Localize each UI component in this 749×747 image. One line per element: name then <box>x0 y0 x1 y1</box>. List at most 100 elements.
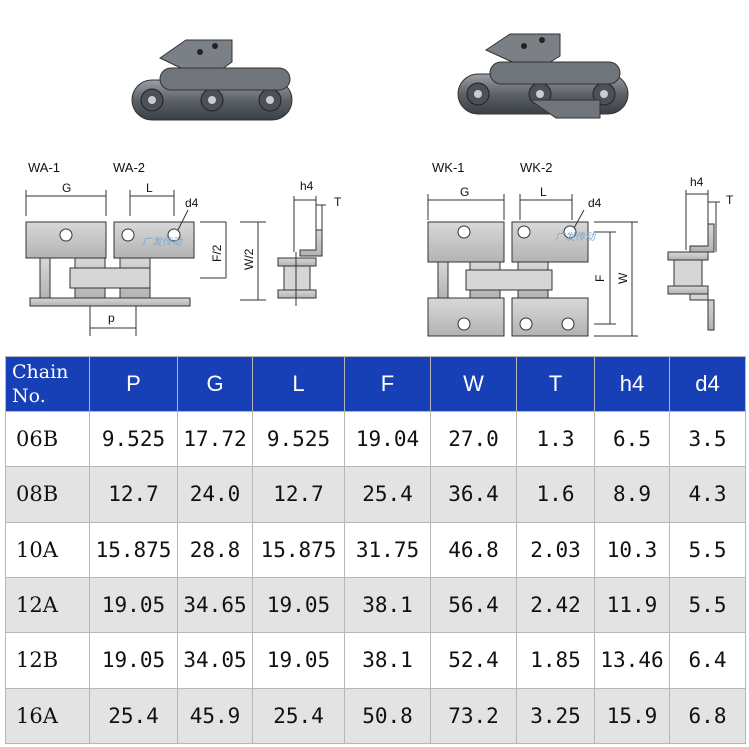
dim-h4-wk: h4 <box>690 175 704 189</box>
header-w: W <box>430 356 517 412</box>
cell-f: 38.1 <box>344 576 431 634</box>
label-wk2: WK-2 <box>520 160 553 175</box>
cell-f: 50.8 <box>344 687 431 745</box>
header-d4: d4 <box>669 356 746 412</box>
cell-w: 52.4 <box>430 632 517 689</box>
cell-d4: 6.8 <box>669 687 746 745</box>
cell-t: 1.3 <box>516 410 595 468</box>
cell-g: 45.9 <box>177 687 253 745</box>
cell-l: 19.05 <box>252 632 345 689</box>
cell-w: 36.4 <box>430 466 517 523</box>
cell-chain-no: 08B <box>5 466 90 523</box>
cell-h4: 15.9 <box>594 687 670 745</box>
cell-t: 1.6 <box>516 466 595 523</box>
header-g: G <box>177 356 253 412</box>
cell-f: 31.75 <box>344 521 431 578</box>
label-wa1: WA-1 <box>28 160 60 175</box>
cell-chain-no: 12A <box>5 576 90 634</box>
cell-f: 19.04 <box>344 410 431 468</box>
cell-f: 38.1 <box>344 632 431 689</box>
cell-h4: 11.9 <box>594 576 670 634</box>
header-l: L <box>252 356 345 412</box>
cell-d4: 5.5 <box>669 521 746 578</box>
cell-f: 25.4 <box>344 466 431 523</box>
cell-w: 27.0 <box>430 410 517 468</box>
cell-d4: 5.5 <box>669 576 746 634</box>
dim-f2: F/2 <box>210 244 224 262</box>
header-chain-no: Chain No. <box>5 356 90 412</box>
wa-drawing <box>25 190 266 336</box>
wa-chain-photo <box>131 39 293 121</box>
cell-t: 2.42 <box>516 576 595 634</box>
cell-chain-no: 12B <box>5 632 90 689</box>
cell-g: 34.65 <box>177 576 253 634</box>
chain-diagram: WA-1 WA-2 WK-1 WK-2 G L d4 p F/2 W/2 广发传 <box>25 33 734 337</box>
cell-g: 34.05 <box>177 632 253 689</box>
dim-t-wa: T <box>334 195 342 209</box>
wk-chain-photo <box>457 33 629 119</box>
cell-g: 28.8 <box>177 521 253 578</box>
cell-d4: 6.4 <box>669 632 746 689</box>
watermark-wk: 广发传动 <box>555 231 596 243</box>
cell-t: 3.25 <box>516 687 595 745</box>
cell-t: 1.85 <box>516 632 595 689</box>
dim-g-wa: G <box>62 181 71 195</box>
cell-p: 12.7 <box>89 466 178 523</box>
label-wk1: WK-1 <box>432 160 465 175</box>
cell-h4: 8.9 <box>594 466 670 523</box>
cell-p: 15.875 <box>89 521 178 578</box>
wk-side-view <box>667 190 720 331</box>
cell-g: 17.72 <box>177 410 253 468</box>
dim-p: p <box>108 311 115 325</box>
cell-h4: 10.3 <box>594 521 670 578</box>
cell-t: 2.03 <box>516 521 595 578</box>
cell-chain-no: 06B <box>5 410 90 468</box>
cell-h4: 6.5 <box>594 410 670 468</box>
wa-side-view <box>277 196 326 306</box>
cell-h4: 13.46 <box>594 632 670 689</box>
cell-l: 19.05 <box>252 576 345 634</box>
dim-l-wk: L <box>540 185 547 199</box>
cell-g: 24.0 <box>177 466 253 523</box>
header-t: T <box>516 356 595 412</box>
dim-h4-wa: h4 <box>300 179 314 193</box>
cell-w: 73.2 <box>430 687 517 745</box>
cell-d4: 3.5 <box>669 410 746 468</box>
cell-d4: 4.3 <box>669 466 746 523</box>
cell-chain-no: 10A <box>5 521 90 578</box>
dim-d4-wa: d4 <box>185 196 199 210</box>
cell-l: 25.4 <box>252 687 345 745</box>
header-h4: h4 <box>594 356 670 412</box>
dim-d4-wk: d4 <box>588 196 602 210</box>
wk-drawing <box>427 194 638 337</box>
dim-f: F <box>593 275 607 282</box>
cell-chain-no: 16A <box>5 687 90 745</box>
cell-p: 9.525 <box>89 410 178 468</box>
header-f: F <box>344 356 431 412</box>
dim-l-wa: L <box>146 181 153 195</box>
cell-p: 19.05 <box>89 632 178 689</box>
cell-p: 19.05 <box>89 576 178 634</box>
dim-t-wk: T <box>726 193 734 207</box>
cell-l: 15.875 <box>252 521 345 578</box>
dim-g-wk: G <box>460 185 469 199</box>
header-p: P <box>89 356 178 412</box>
cell-w: 46.8 <box>430 521 517 578</box>
dim-w: W <box>616 272 630 284</box>
cell-w: 56.4 <box>430 576 517 634</box>
label-wa2: WA-2 <box>113 160 145 175</box>
dim-w2: W/2 <box>242 248 256 270</box>
watermark-wa: 广发传动 <box>142 236 183 248</box>
cell-p: 25.4 <box>89 687 178 745</box>
cell-l: 12.7 <box>252 466 345 523</box>
cell-l: 9.525 <box>252 410 345 468</box>
